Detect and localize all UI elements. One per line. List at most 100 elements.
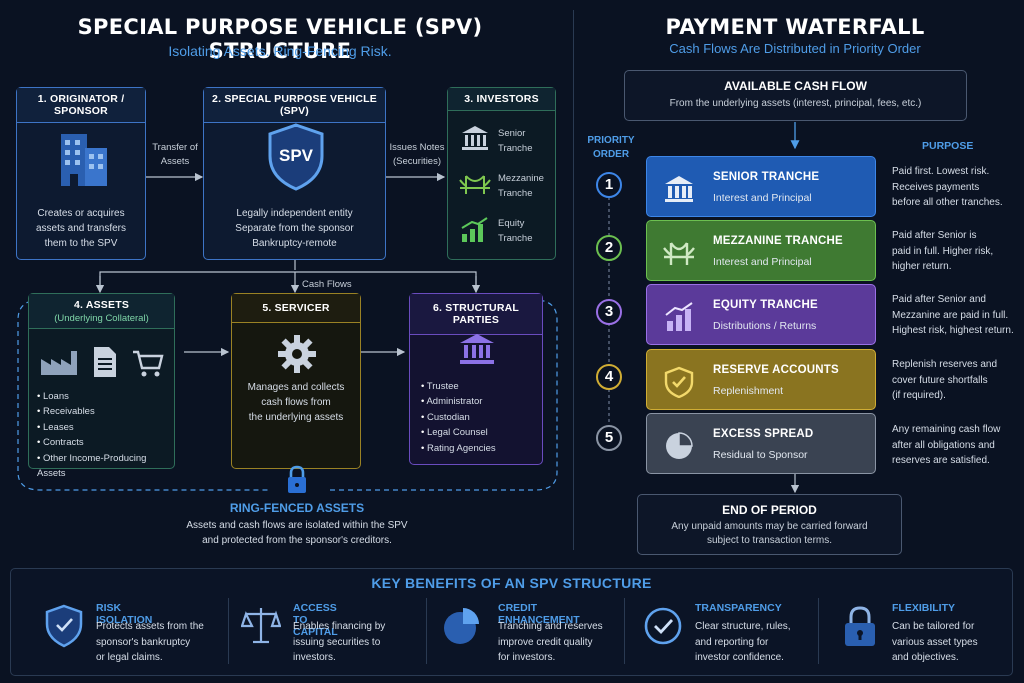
- benefit-title-5: FLEXIBILITY: [892, 602, 955, 614]
- assets-box: 4. ASSETS (Underlying Collateral) Loans …: [28, 293, 175, 479]
- gear-icon: [278, 335, 316, 373]
- growth-chart-icon: [665, 302, 693, 331]
- structural-title: 6. STRUCTURAL PARTIES: [410, 294, 542, 335]
- asset-item-2: Receivables: [37, 404, 174, 419]
- priority-number-3: 3: [596, 299, 622, 325]
- investor-mezz-2: Tranche: [498, 188, 533, 199]
- benefit-4-line2: and reporting for: [695, 636, 769, 648]
- cash-flows-label: Cash Flows: [302, 279, 352, 290]
- benefit-5-line1: Can be tailored for: [892, 621, 975, 632]
- assets-subtitle: (Underlying Collateral): [54, 313, 149, 324]
- factory-icon: [41, 351, 77, 375]
- purpose-label: PURPOSE: [922, 140, 974, 152]
- originator-box: 1. ORIGINATOR / SPONSOR Creates or acqui…: [16, 87, 146, 260]
- purpose-mezzanine-1: Paid after Senior is: [892, 230, 977, 241]
- asset-item-3: Leases: [37, 420, 174, 435]
- purpose-reserve: Replenish reserves and cover future shor…: [892, 357, 1022, 404]
- assets-title: 4. ASSETS: [73, 299, 130, 311]
- purpose-reserve-3: (if required).: [892, 390, 946, 401]
- row-sub-senior: Interest and Principal: [713, 192, 812, 204]
- priority-number-2: 2: [596, 235, 622, 261]
- transfer-label-line1: Transfer of: [152, 142, 198, 153]
- investor-equity-2: Tranche: [498, 233, 533, 244]
- benefits-panel: [10, 568, 1013, 676]
- purpose-equity: Paid after Senior and Mezzanine are paid…: [892, 292, 1022, 339]
- benefit-title-2: ACCESS TO CAPITAL: [293, 602, 338, 638]
- party-item-1: Trustee: [421, 379, 496, 394]
- structural-box: 6. STRUCTURAL PARTIES Trustee Administra…: [409, 293, 543, 465]
- purpose-equity-2: Mezzanine are paid in full.: [892, 309, 1009, 321]
- row-sub-mezzanine: Interest and Principal: [713, 256, 812, 268]
- issues-label-line1: Issues Notes: [389, 142, 445, 153]
- right-title: PAYMENT WATERFALL: [665, 15, 925, 39]
- benefit-3-line2: improve credit quality: [498, 636, 593, 648]
- benefit-1-line3: or legal claims.: [96, 652, 163, 663]
- bank-icon: [665, 176, 693, 202]
- priority-number-4: 4: [596, 364, 622, 390]
- originator-text-1: Creates or acquires: [37, 208, 125, 219]
- purpose-excess: Any remaining cash flow after all obliga…: [892, 422, 1022, 469]
- waterfall-row-equity: EQUITY TRANCHE Distributions / Returns: [646, 284, 876, 345]
- priority-label-line2: ORDER: [592, 149, 630, 160]
- servicer-text-3: the underlying assets: [248, 412, 344, 423]
- purpose-excess-1: Any remaining cash flow: [892, 424, 1001, 435]
- priority-label: PRIORITY ORDER: [580, 134, 642, 162]
- benefit-2-line3: investors.: [293, 652, 336, 663]
- pie-chart-icon: [666, 432, 693, 459]
- spv-text-1: Legally independent entity: [236, 208, 353, 219]
- row-title-senior: SENIOR TRANCHE: [713, 171, 820, 183]
- investor-senior-2: Tranche: [498, 143, 533, 154]
- benefit-divider: [818, 598, 819, 664]
- row-title-excess: EXCESS SPREAD: [713, 428, 814, 440]
- benefit-title-3: CREDIT ENHANCEMENT: [498, 602, 580, 626]
- ringfence-title: RING-FENCED ASSETS: [229, 501, 365, 515]
- benefit-3-line3: for investors.: [498, 652, 556, 663]
- issues-label: Issues Notes (Securities): [388, 141, 446, 169]
- investor-mezz-1: Mezzanine: [498, 173, 544, 184]
- servicer-text-2: cash flows from: [261, 397, 331, 408]
- spv-box: 2. SPECIAL PURPOSE VEHICLE (SPV) SPV Leg…: [203, 87, 386, 260]
- benefit-4-line3: investor confidence.: [695, 652, 784, 663]
- building-icon: [61, 134, 107, 186]
- originator-title: 1. ORIGINATOR / SPONSOR: [17, 88, 145, 123]
- scale-icon: [241, 608, 281, 644]
- investor-equity-1: Equity: [498, 218, 525, 229]
- purpose-excess-2: after all obligations and: [892, 439, 995, 451]
- bridge-icon: [459, 175, 491, 194]
- purpose-mezzanine-2: paid in full. Higher risk,: [892, 245, 994, 257]
- waterfall-row-reserve: RESERVE ACCOUNTS Replenishment: [646, 349, 876, 410]
- benefit-1-line1: Protects assets from the: [96, 621, 204, 632]
- purpose-equity-1: Paid after Senior and: [892, 294, 986, 305]
- investors-title: 3. INVESTORS: [448, 88, 555, 111]
- servicer-box: 5. SERVICER Manages and collects cash fl…: [231, 293, 361, 469]
- benefit-5-line2: various asset types: [892, 636, 978, 648]
- issues-label-line2: (Securities): [392, 156, 442, 167]
- waterfall-row-mezzanine: MEZZANINE TRANCHE Interest and Principal: [646, 220, 876, 281]
- end-text-2: subject to transaction terms.: [706, 535, 833, 546]
- purpose-reserve-2: cover future shortfalls: [892, 374, 988, 386]
- priority-label-line1: PRIORITY: [587, 135, 635, 146]
- waterfall-row-senior: SENIOR TRANCHE Interest and Principal: [646, 156, 876, 217]
- row-sub-equity: Distributions / Returns: [713, 320, 817, 332]
- party-item-4: Legal Counsel: [421, 425, 496, 440]
- benefit-divider: [228, 598, 229, 664]
- check-circle-icon: [644, 607, 682, 645]
- spv-text-2: Separate from the sponsor: [235, 223, 354, 234]
- row-sub-reserve: Replenishment: [713, 385, 784, 397]
- purpose-senior-2: Receives payments: [892, 181, 980, 193]
- benefit-5-line3: and objectives.: [892, 652, 959, 663]
- spv-text-3: Bankruptcy-remote: [252, 238, 337, 249]
- shield-icon: [268, 123, 324, 191]
- assets-header: 4. ASSETS (Underlying Collateral): [29, 294, 174, 329]
- party-item-5: Rating Agencies: [421, 441, 496, 456]
- available-title: AVAILABLE CASH FLOW: [724, 79, 867, 93]
- ringfence-text-2: and protected from the sponsor's credito…: [202, 535, 392, 546]
- purpose-mezzanine-3: higher return.: [892, 261, 952, 272]
- left-title: SPECIAL PURPOSE VEHICLE (SPV) STRUCTURE: [77, 15, 483, 63]
- row-title-equity: EQUITY TRANCHE: [713, 299, 818, 311]
- courthouse-icon: [460, 334, 494, 364]
- lock-icon: [288, 465, 306, 493]
- party-item-2: Administrator: [421, 394, 496, 409]
- purpose-reserve-1: Replenish reserves and: [892, 359, 998, 370]
- originator-text-2: assets and transfers: [35, 223, 127, 234]
